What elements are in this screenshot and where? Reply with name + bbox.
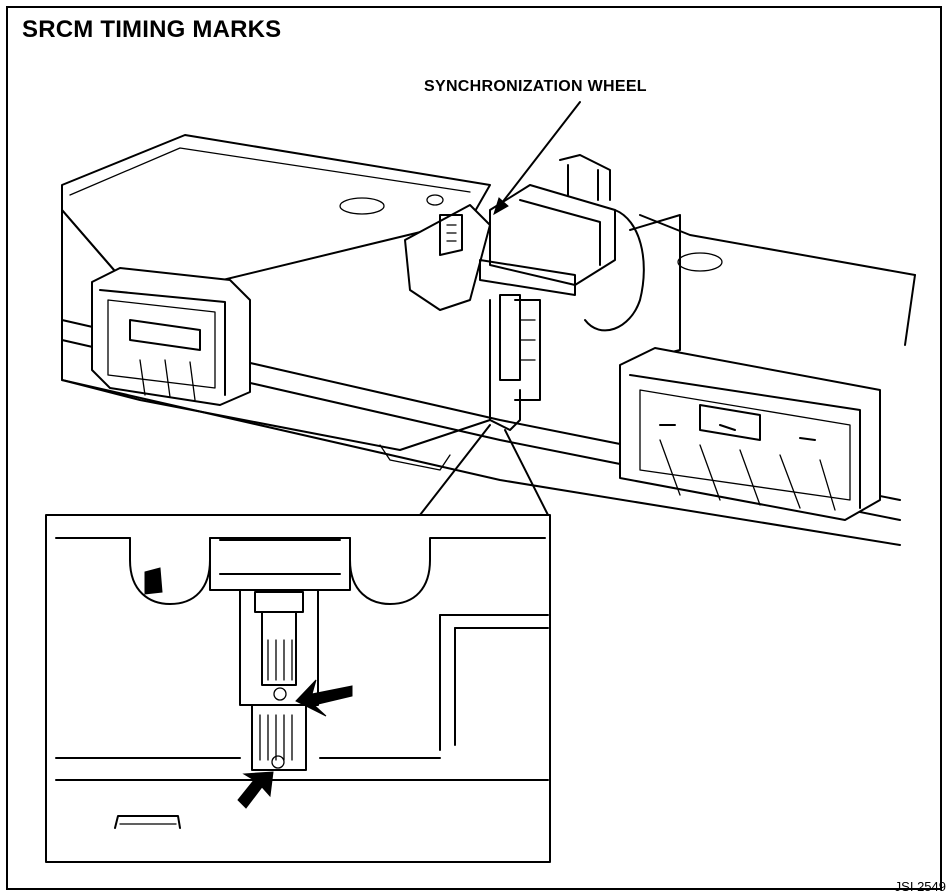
synchronization-wheel-label: SYNCHRONIZATION WHEEL — [424, 78, 647, 95]
timing-mark-icon — [273, 687, 287, 701]
detail-leader-lines — [419, 424, 549, 516]
left-connector — [91, 267, 251, 406]
figure-id: JSI 2549 — [894, 879, 946, 894]
callout-leader-line — [497, 101, 581, 209]
synchronization-wheel-assembly — [404, 154, 681, 431]
arrow-icon — [295, 679, 353, 717]
diagram-title: SRCM TIMING MARKS — [22, 16, 282, 43]
timing-mark-icon — [271, 755, 285, 769]
right-connector — [619, 347, 881, 521]
arrow-icon — [237, 771, 274, 809]
inset-detail — [45, 514, 551, 863]
arrow-icon — [493, 197, 509, 216]
